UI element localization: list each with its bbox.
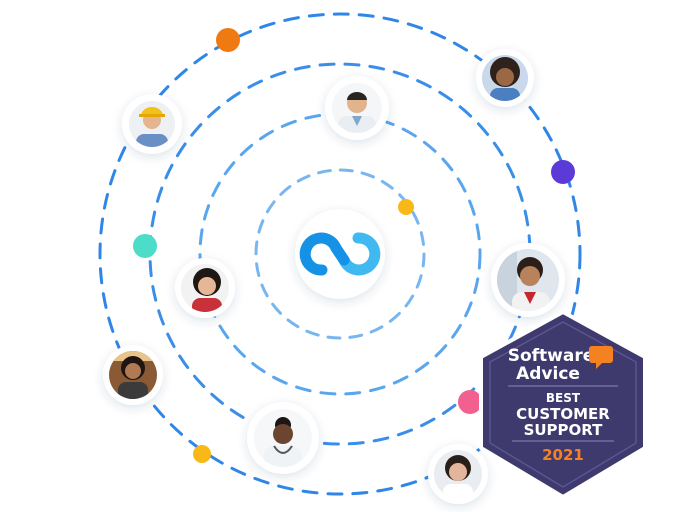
avatar-doctor-man [325, 76, 389, 140]
avatar-woman-curly [476, 49, 534, 107]
dot-teal [133, 234, 157, 258]
badge-award-line2: CUSTOMER [516, 405, 610, 423]
dot-yellow-bottom [193, 445, 211, 463]
center-logo [295, 209, 385, 299]
speech-bubble-icon [589, 346, 613, 369]
software-advice-badge: Software Advice BEST CUSTOMER SUPPORT 20… [479, 310, 647, 499]
dot-yellow-inner [398, 199, 414, 215]
badge-brand-line1: Software [508, 346, 595, 366]
orbit-dots [133, 28, 575, 463]
badge-brand-line2: Advice [516, 364, 580, 384]
orbit-ring-inner [254, 168, 426, 340]
badge-award-line3: SUPPORT [524, 421, 604, 439]
avatar-shop-owner [103, 345, 163, 405]
avatar-woman-red [175, 258, 235, 318]
badge-year: 2021 [542, 446, 584, 464]
avatar-woman-smiling [428, 444, 488, 504]
avatar-businesswoman [491, 243, 565, 317]
orbit-ring-outer [98, 12, 582, 496]
dot-orange [216, 28, 240, 52]
dot-purple [551, 160, 575, 184]
infinity-logo-icon [299, 232, 381, 276]
avatar-construction-worker [122, 94, 182, 154]
avatar-doctor-woman [247, 402, 319, 474]
dot-pink [458, 390, 482, 414]
badge-award-line1: BEST [546, 391, 581, 405]
